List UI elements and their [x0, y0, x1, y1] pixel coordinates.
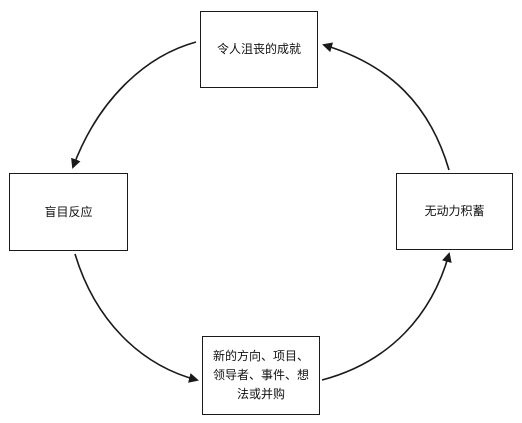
- node-label: 新的方向、项目、领导者、事件、想法或并购: [213, 349, 310, 401]
- node-new-direction: 新的方向、项目、领导者、事件、想法或并购: [202, 336, 320, 415]
- node-label: 盲目反应: [44, 204, 93, 219]
- arrow-left-to-bottom: [74, 253, 199, 383]
- arrow-right-to-top: [322, 42, 450, 171]
- arrow-top-to-left: [71, 41, 197, 169]
- node-label: 令人沮丧的成就: [216, 42, 301, 56]
- node-momentum-buildup: 无动力积蓄: [396, 173, 513, 250]
- node-blind-reaction: 盲目反应: [9, 173, 128, 251]
- arrow-bottom-to-right: [321, 252, 452, 381]
- node-label: 无动力积蓄: [424, 204, 485, 218]
- node-frustrating-achievement: 令人沮丧的成就: [200, 11, 318, 88]
